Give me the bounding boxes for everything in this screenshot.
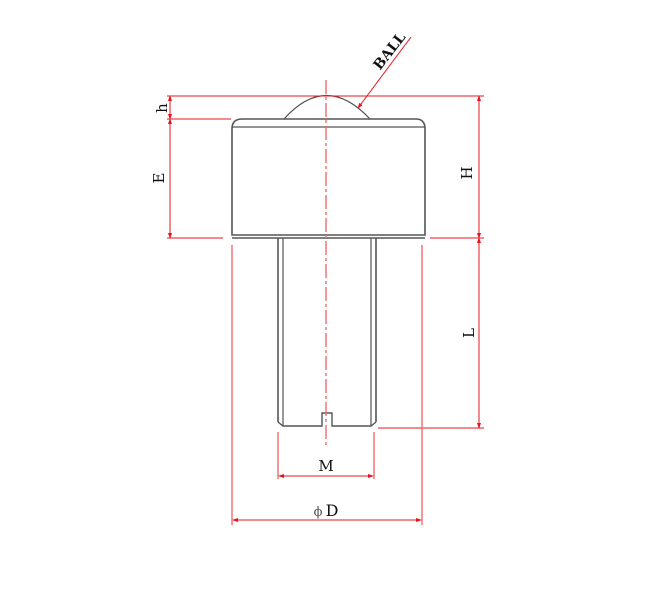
dim-label-M: M — [318, 457, 333, 475]
dim-label-D: D — [326, 501, 339, 520]
part-outline — [231, 95, 426, 427]
ball-callout-label: BALL — [370, 30, 409, 73]
ball-dome — [283, 95, 371, 120]
body-housing — [231, 118, 426, 236]
diameter-symbol: ϕ — [314, 505, 323, 520]
dim-label-h: h — [153, 103, 171, 113]
threaded-stud — [277, 238, 377, 427]
dim-label-E: E — [150, 173, 168, 184]
dim-label-H: H — [458, 166, 476, 179]
dim-label-L: L — [460, 328, 478, 338]
dimension-lines — [167, 36, 484, 525]
